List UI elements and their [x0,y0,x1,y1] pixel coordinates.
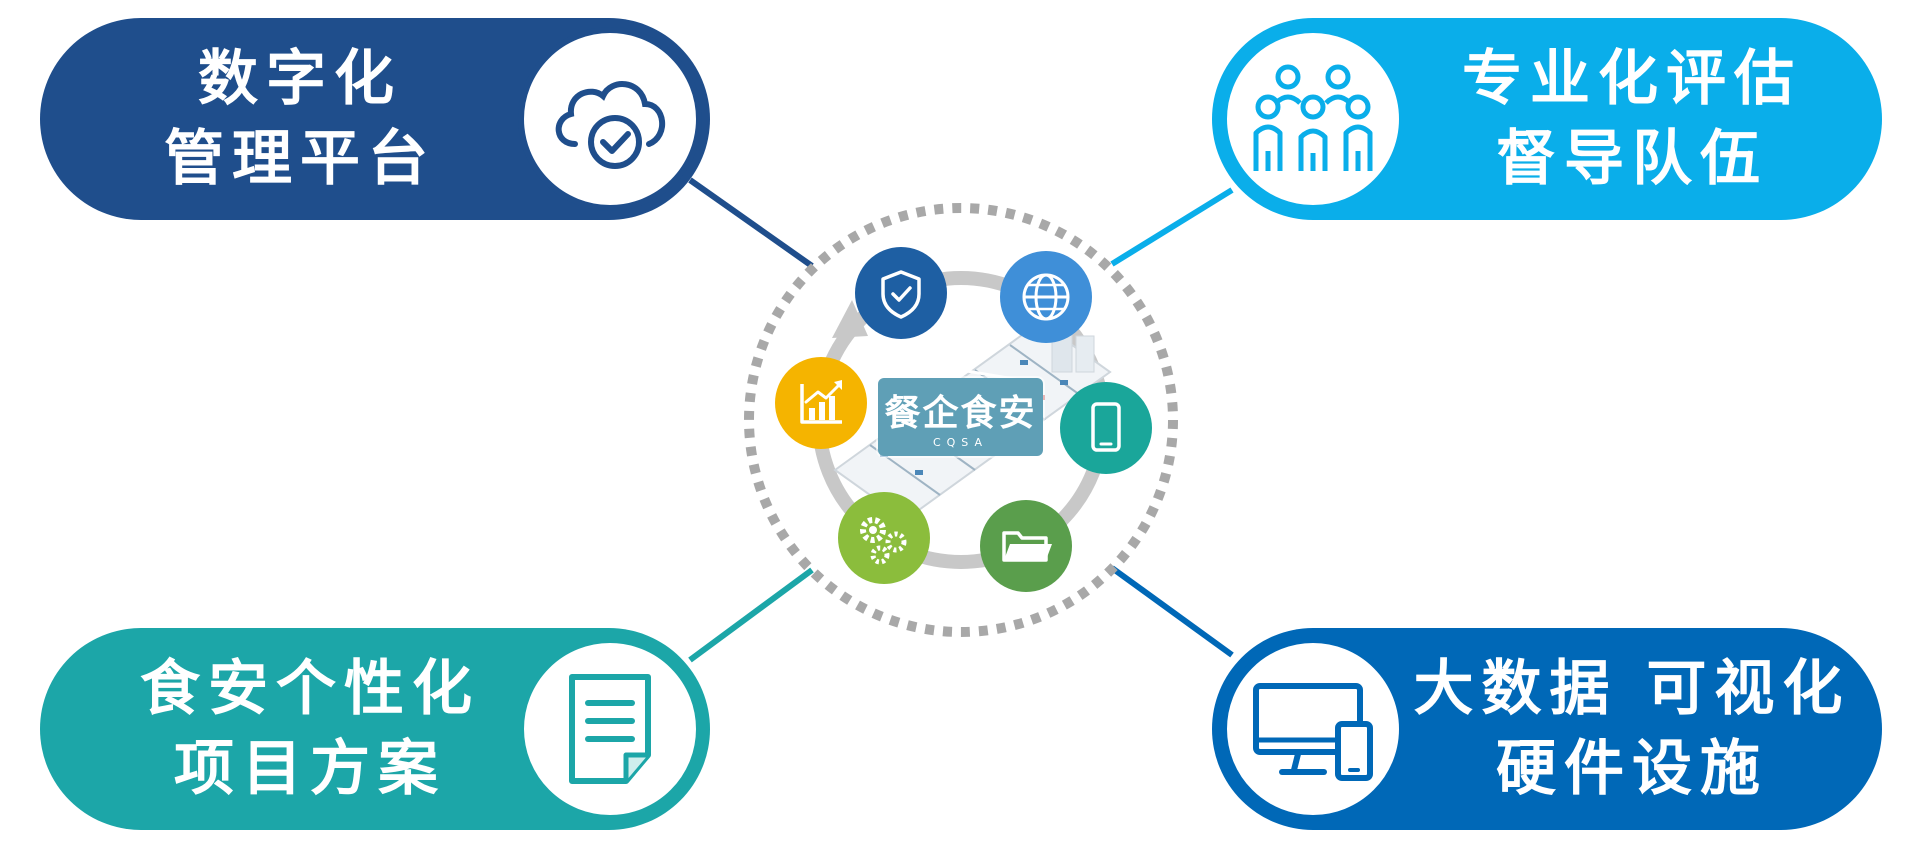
folder-icon [980,500,1072,592]
connector-bottom-right [1110,565,1234,658]
connector-top-left [688,177,814,269]
cqsa-logo: 餐企食安 CQSA [878,378,1043,456]
globe-icon [1000,251,1092,343]
hub-icons [775,247,1152,592]
node-digital-platform: 数字化 管理平台 [40,18,710,220]
monitor-phone-icon [1221,637,1405,821]
node-line2: 督导队伍 [1496,124,1768,194]
node-line1: 专业化评估 [1462,44,1802,114]
hub-dotted-ring [744,203,1178,637]
node-big-data-hardware: 大数据 可视化 硬件设施 [1212,628,1882,830]
team-icon [1221,27,1405,211]
logo-name: 餐企食安 [884,393,1037,434]
shield-check-icon [855,247,947,339]
connector-top-right [1110,187,1234,267]
node-line2: 管理平台 [164,124,436,194]
gears-icon [838,492,930,584]
connector-bottom-left [688,567,814,663]
growth-chart-icon [775,357,867,449]
node-line1: 大数据 可视化 [1413,654,1851,724]
node-line1: 数字化 [198,44,402,114]
smartphone-icon [1060,382,1152,474]
node-food-safety-plan: 食安个性化 项目方案 [40,628,710,830]
cycle-arrow-head [832,300,868,338]
node-professional-team: 专业化评估 督导队伍 [1212,18,1882,220]
node-line2: 项目方案 [174,734,446,804]
cloud-check-icon [518,27,702,211]
document-icon [518,637,702,821]
logo-abbr: CQSA [932,436,989,449]
node-line1: 食安个性化 [140,654,480,724]
node-line2: 硬件设施 [1496,734,1768,804]
